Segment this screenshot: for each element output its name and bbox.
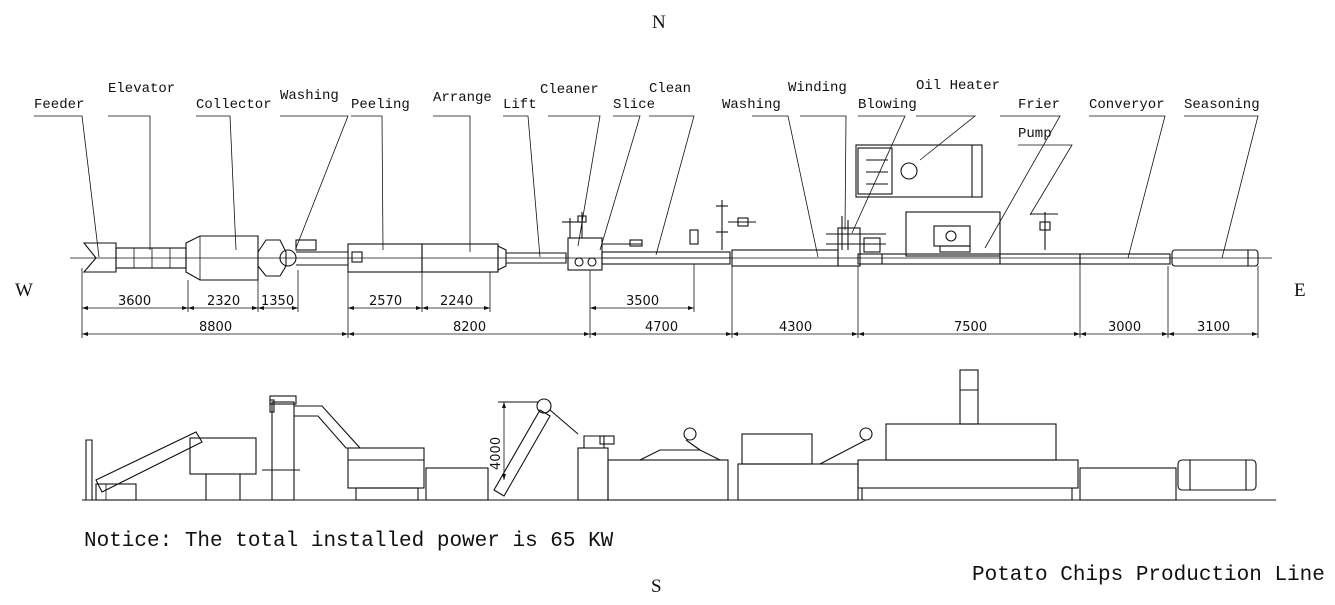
dim-7500: 7500	[954, 320, 987, 335]
dim-2320: 2320	[207, 294, 240, 309]
compass-east: E	[1294, 280, 1306, 301]
dim-3600: 3600	[118, 294, 151, 309]
label-collector: Collector	[196, 97, 272, 113]
diagram-title: Potato Chips Production Line	[972, 564, 1325, 587]
label-pump: Pump	[1018, 126, 1052, 142]
dim-3500: 3500	[626, 294, 659, 309]
dimension-lines: 3600 2320 1350 2570 2240 3500 8800 8200 …	[81, 264, 1259, 338]
dim-3100: 3100	[1197, 320, 1230, 335]
label-washing-2: Washing	[722, 97, 781, 113]
label-lift: Lift	[503, 97, 537, 113]
label-conveyor: Converyor	[1089, 97, 1165, 113]
label-elevator: Elevator	[108, 81, 175, 97]
label-feeder: Feeder	[34, 97, 84, 113]
dim-1350: 1350	[261, 294, 294, 309]
dim-height-4000: 4000	[489, 437, 504, 470]
label-cleaner: Cleaner	[540, 82, 599, 98]
label-slice: Slice	[613, 97, 655, 113]
dim-8200: 8200	[453, 320, 486, 335]
elevation-view: 4000	[82, 369, 1276, 501]
compass-west: W	[15, 280, 33, 301]
compass-north: N	[652, 12, 666, 33]
plan-view	[70, 144, 1272, 281]
notice-text: Notice: The total installed power is 65 …	[84, 530, 614, 553]
label-arrange: Arrange	[433, 90, 492, 106]
label-washing-1: Washing	[280, 88, 339, 104]
dim-8800: 8800	[199, 320, 232, 335]
label-peeling: Peeling	[351, 97, 410, 113]
dim-2240: 2240	[440, 294, 473, 309]
label-oil-heater: Oil Heater	[916, 78, 1000, 94]
dim-2570: 2570	[369, 294, 402, 309]
component-labels: Feeder Elevator Collector Washing Peelin…	[34, 78, 1260, 142]
label-seasoning: Seasoning	[1184, 97, 1260, 113]
compass-south: S	[651, 576, 662, 597]
label-clean: Clean	[649, 81, 691, 97]
dim-4300: 4300	[779, 320, 812, 335]
dim-3000: 3000	[1108, 320, 1141, 335]
label-frier: Frier	[1018, 97, 1060, 113]
leader-lines	[34, 115, 1259, 259]
label-winding: Winding	[788, 80, 847, 96]
dim-4700: 4700	[645, 320, 678, 335]
label-blowing: Blowing	[858, 97, 917, 113]
